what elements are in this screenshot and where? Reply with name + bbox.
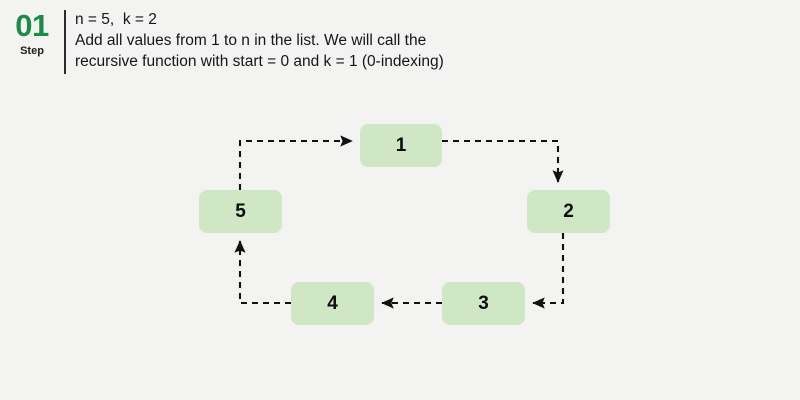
edge-4-to-5: [234, 240, 291, 305]
node-4-label: 4: [327, 292, 338, 314]
node-2-label: 2: [563, 200, 574, 222]
step-description-line-1: n = 5, k = 2: [75, 11, 157, 28]
edge-5-to-1: [238, 135, 353, 190]
node-1[interactable]: 1: [360, 124, 442, 167]
node-2[interactable]: 2: [527, 190, 610, 233]
edge-2-to-3: [532, 233, 565, 309]
edge-1-to-2: [442, 139, 564, 183]
node-5-label: 5: [235, 200, 246, 222]
node-3[interactable]: 3: [442, 282, 525, 325]
header-divider: [64, 10, 66, 74]
step-number: 01: [15, 8, 49, 43]
step-badge: 01 Step: [0, 0, 64, 58]
step-description-line-2: Add all values from 1 to n in the list. …: [75, 32, 427, 49]
diagram-edges: [234, 135, 565, 309]
step-header: 01 Step n = 5, k = 2 Add all values from…: [0, 0, 800, 90]
cycle-diagram: 1 2 3 4 5: [0, 90, 800, 400]
node-1-label: 1: [395, 134, 407, 156]
node-3-label: 3: [478, 292, 489, 314]
node-5[interactable]: 5: [199, 190, 282, 233]
step-description-line-3: recursive function with start = 0 and k …: [75, 53, 444, 70]
step-label: Step: [20, 45, 44, 57]
node-4[interactable]: 4: [291, 282, 374, 325]
step-description: n = 5, k = 2 Add all values from 1 to n …: [66, 0, 444, 72]
